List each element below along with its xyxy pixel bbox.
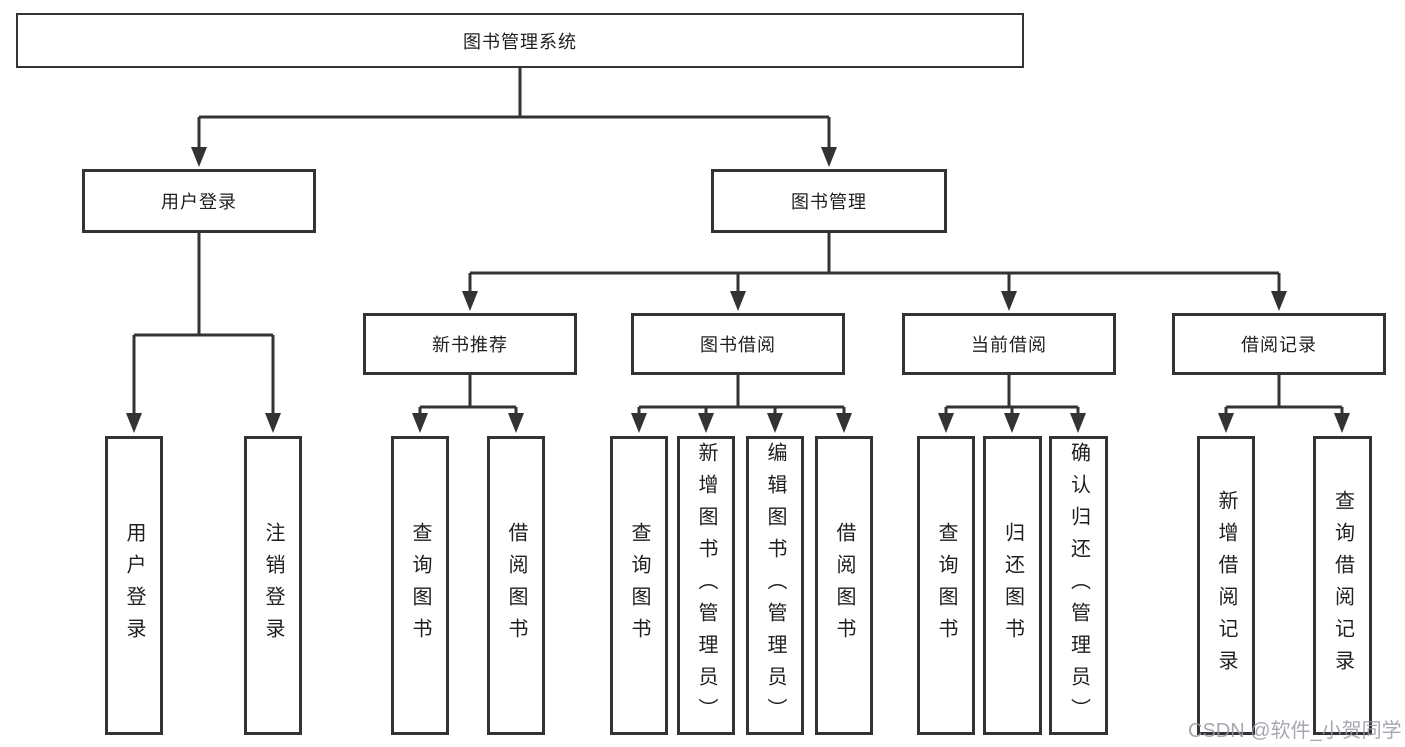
leaf-return-book-label: 归还图书 (1001, 521, 1024, 650)
leaf-recommend-borrow-books-label: 借阅图书 (505, 521, 527, 650)
leaf-logout: 注销登录 (244, 436, 302, 735)
node-new-book-recommend: 新书推荐 (363, 313, 577, 375)
leaf-recommend-query-books: 查询图书 (391, 436, 449, 735)
leaf-confirm-return-admin: 确认归还（管理员） (1049, 436, 1108, 735)
leaf-user-login-label: 用户登录 (123, 521, 145, 650)
leaf-add-book-admin-label: 新增图书（管理员） (695, 441, 717, 730)
leaf-borrowing-borrow-books: 借阅图书 (815, 436, 873, 735)
node-borrow-records: 借阅记录 (1172, 313, 1386, 375)
node-book-borrowing-label: 图书借阅 (700, 335, 776, 355)
leaf-add-book-admin: 新增图书（管理员） (677, 436, 735, 735)
leaf-recommend-query-books-label: 查询图书 (409, 521, 431, 650)
node-user-login-label: 用户登录 (161, 192, 237, 212)
leaf-edit-book-admin: 编辑图书（管理员） (746, 436, 804, 735)
leaf-logout-label: 注销登录 (262, 521, 284, 650)
node-book-borrowing: 图书借阅 (631, 313, 845, 375)
node-book-management-label: 图书管理 (791, 192, 867, 212)
leaf-add-borrow-record-label: 新增借阅记录 (1215, 489, 1237, 682)
node-borrow-records-label: 借阅记录 (1241, 335, 1317, 355)
leaf-query-borrow-record: 查询借阅记录 (1313, 436, 1372, 735)
leaf-confirm-return-admin-label: 确认归还（管理员） (1067, 441, 1090, 730)
node-current-borrowing-label: 当前借阅 (971, 335, 1047, 355)
leaf-add-borrow-record: 新增借阅记录 (1197, 436, 1255, 735)
leaf-query-borrow-record-label: 查询借阅记录 (1331, 489, 1354, 682)
leaf-edit-book-admin-label: 编辑图书（管理员） (764, 441, 786, 730)
node-root: 图书管理系统 (16, 13, 1024, 68)
leaf-borrowing-borrow-books-label: 借阅图书 (833, 521, 855, 650)
node-new-book-recommend-label: 新书推荐 (432, 335, 508, 355)
leaf-return-book: 归还图书 (983, 436, 1042, 735)
node-root-label: 图书管理系统 (463, 31, 577, 52)
leaf-borrowing-query-books-label: 查询图书 (628, 521, 650, 650)
node-current-borrowing: 当前借阅 (902, 313, 1116, 375)
node-book-management: 图书管理 (711, 169, 947, 233)
leaf-current-query-books-label: 查询图书 (935, 521, 957, 650)
node-user-login: 用户登录 (82, 169, 316, 233)
leaf-borrowing-query-books: 查询图书 (610, 436, 668, 735)
leaf-user-login: 用户登录 (105, 436, 163, 735)
leaf-current-query-books: 查询图书 (917, 436, 975, 735)
leaf-recommend-borrow-books: 借阅图书 (487, 436, 545, 735)
watermark: CSDN @软件_小贺同学 (1188, 720, 1402, 742)
